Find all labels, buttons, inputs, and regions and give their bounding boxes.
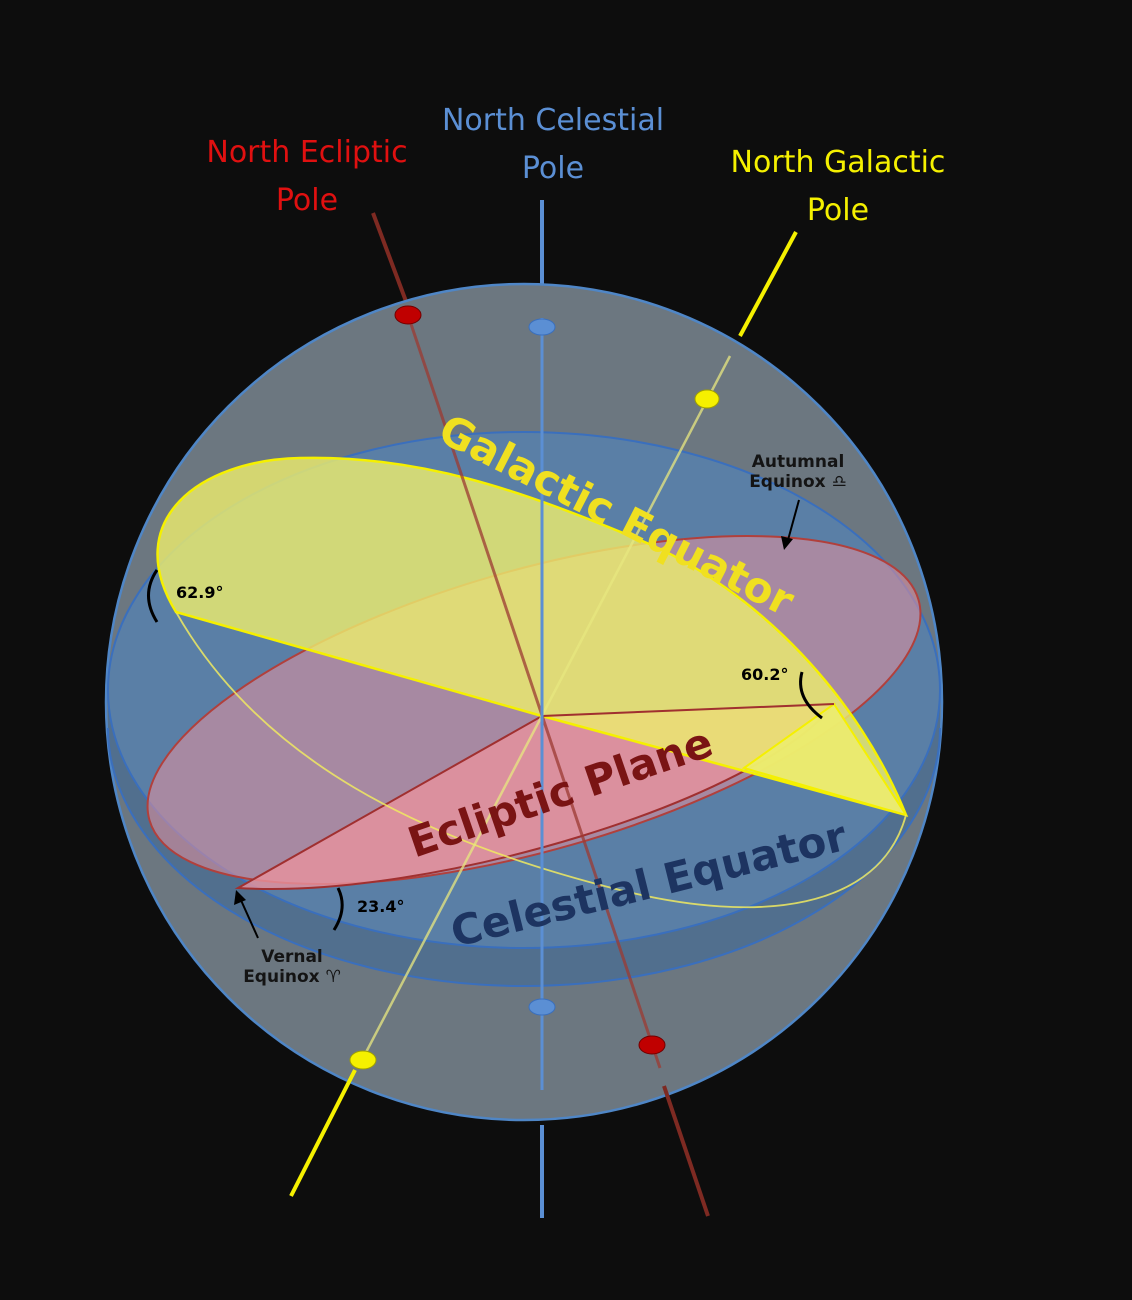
angle-label-23-4: 23.4°	[357, 897, 404, 916]
vernal-equinox-arrowhead	[234, 890, 246, 905]
autumnal-equinox-arrowhead	[781, 536, 793, 550]
center-to-ecliptic-edge	[541, 703, 835, 717]
north-galactic-pole-title-line1: North Galactic	[731, 145, 946, 180]
angle-arc-galactic-ecliptic	[799, 671, 823, 720]
angle-arc-galactic-celestial	[147, 569, 159, 623]
center-to-galactic-edge	[175, 611, 543, 717]
south-celestial-pole-marker	[528, 998, 556, 1016]
south-ecliptic-pole-marker	[638, 1035, 666, 1055]
angle-label-60-2: 60.2°	[741, 665, 788, 684]
angle-arc-ecliptic-celestial	[332, 887, 344, 931]
north-ecliptic-pole-marker	[394, 305, 422, 325]
galactic-plane-front-wedge	[741, 702, 909, 817]
north-galactic-pole-title-line2: Pole	[807, 193, 869, 228]
ecliptic-pole-axis-inner	[406, 314, 662, 1069]
galactic-plane-back	[156, 456, 909, 817]
vernal-equinox-label-line2: Equinox ♈	[243, 967, 341, 987]
north-ecliptic-pole-title-line1: North Ecliptic	[206, 135, 407, 170]
galactic-pole-axis-bottom	[289, 1069, 357, 1197]
north-galactic-pole-marker	[694, 389, 720, 409]
autumnal-equinox-label-line2: Equinox ♎	[749, 472, 847, 492]
vernal-equinox-label-line1: Vernal	[261, 947, 323, 967]
galactic-plane-lower-edge	[175, 611, 907, 909]
galactic-pole-axis-inner	[360, 355, 732, 1061]
autumnal-equinox-arrow	[787, 499, 800, 541]
south-galactic-pole-marker	[349, 1050, 377, 1070]
north-celestial-pole-title-line1: North Celestial	[442, 103, 664, 138]
north-celestial-pole-marker	[528, 318, 556, 336]
north-ecliptic-pole-title-line2: Pole	[276, 183, 338, 218]
ecliptic-pole-axis-bottom	[662, 1085, 710, 1217]
galactic-pole-axis-top	[738, 231, 798, 337]
angle-label-62-9: 62.9°	[176, 583, 223, 602]
ecliptic-pole-axis-top	[371, 212, 412, 313]
autumnal-equinox-label-line1: Autumnal	[752, 452, 845, 472]
north-celestial-pole-title-line2: Pole	[522, 151, 584, 186]
vernal-equinox-arrow	[239, 897, 259, 939]
